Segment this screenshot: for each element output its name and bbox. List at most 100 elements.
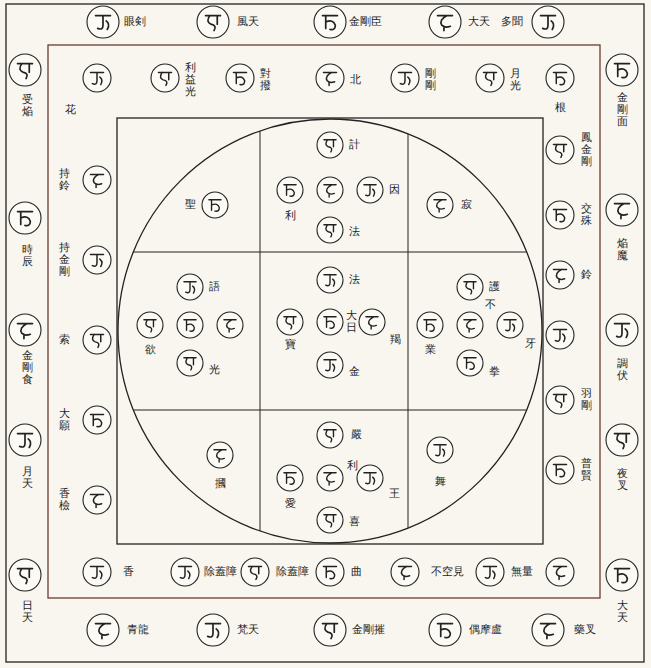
seed-glyph [324,185,336,197]
deity-label: 北 [350,74,361,86]
seed-syllable [546,321,574,349]
deity-label: 金剛臣 [349,16,382,28]
seed-circle [87,614,119,646]
seed-circle [151,64,179,92]
seed-syllable [476,64,504,92]
deity-label: 剛剛 [425,68,436,92]
seed-glyph [553,209,566,221]
seed-circle [317,177,343,203]
seed-syllable [83,64,111,92]
seed-glyph [284,185,296,196]
seed-circle [9,202,41,234]
seed-glyph [464,358,476,369]
seed-glyph [284,317,296,329]
deity-label: 喜 [349,516,360,528]
grid-line [100,410,560,411]
seed-syllable [606,559,638,591]
seed-syllable [357,465,383,491]
deity-label: 月光 [510,68,521,92]
seed-glyph [553,566,566,579]
seed-glyph [324,225,336,237]
seed-circle [317,352,343,378]
seed-syllable [546,558,574,586]
deity-label: 多聞 [501,16,523,28]
seed-syllable [606,194,638,226]
seed-glyph [214,450,226,462]
seed-circle [497,312,523,338]
seed-circle [207,442,233,468]
seed-syllable [317,309,343,335]
seed-circle [197,6,229,38]
seed-syllable [177,312,203,338]
seed-glyph [323,566,336,578]
seed-glyph [184,282,196,293]
seed-glyph [90,72,103,84]
seed-circle [177,350,203,376]
deity-label: 光 [209,364,220,376]
seed-glyph [324,515,336,527]
deity-label: 風天 [237,16,259,28]
seed-circle [476,64,504,92]
seed-syllable [9,54,41,86]
deity-label: 香 [123,566,134,578]
seed-circle [137,312,163,338]
seed-glyph [615,324,630,338]
seed-glyph [504,320,516,331]
deity-label: 受焔 [22,94,33,118]
seed-glyph [90,566,103,578]
seed-glyph [233,72,246,84]
frame-rect [48,45,600,598]
seed-syllable [277,309,303,335]
seed-syllable [546,201,574,229]
seed-circle [277,177,303,203]
deity-label: 時辰 [22,244,33,268]
seed-circle [427,437,453,463]
deity-label: 焔魔 [617,238,628,262]
deity-label: 偶摩盧 [469,624,502,636]
seed-syllable [457,312,483,338]
seed-glyph [398,72,411,84]
seed-circle [546,64,574,92]
seed-circle [317,422,343,448]
deity-label: 青龍 [127,624,149,636]
seed-glyph [434,200,446,212]
seed-circle [316,64,344,92]
seed-syllable [83,558,111,586]
seed-circle [546,261,574,289]
seed-syllable [427,192,453,218]
seed-glyph [206,16,221,31]
seed-circle [314,6,346,38]
seed-circle [391,558,419,586]
seed-syllable [241,558,269,586]
deity-label: 大願 [59,408,70,432]
seed-syllable [317,422,343,448]
seed-circle [87,6,119,38]
seed-syllable [226,64,254,92]
seed-circle [532,6,564,38]
grid-line [100,252,560,253]
deity-label: 嚴 [351,429,362,441]
seed-syllable [9,202,41,234]
seed-glyph [324,473,336,485]
deity-label: 欲 [145,344,156,356]
deity-label: 金 [349,366,360,378]
grid-line [260,100,261,560]
seed-syllable [317,465,343,491]
seed-syllable [429,6,461,38]
seed-glyph [615,204,630,219]
deity-label: 無量 [511,566,533,578]
seed-glyph [438,16,453,31]
seed-circle [9,314,41,346]
deity-label: 羽剛 [581,388,592,412]
seed-circle [317,217,343,243]
deity-label: 月天 [22,466,33,490]
seed-circle [202,192,228,218]
seed-circles [9,6,638,646]
deity-label: 眼剣 [124,16,146,28]
seed-glyph [90,174,103,187]
seed-glyph [324,360,336,371]
deity-label: 香檢 [59,488,70,512]
seed-circle [277,465,303,491]
deity-label: 牙 [525,338,536,350]
